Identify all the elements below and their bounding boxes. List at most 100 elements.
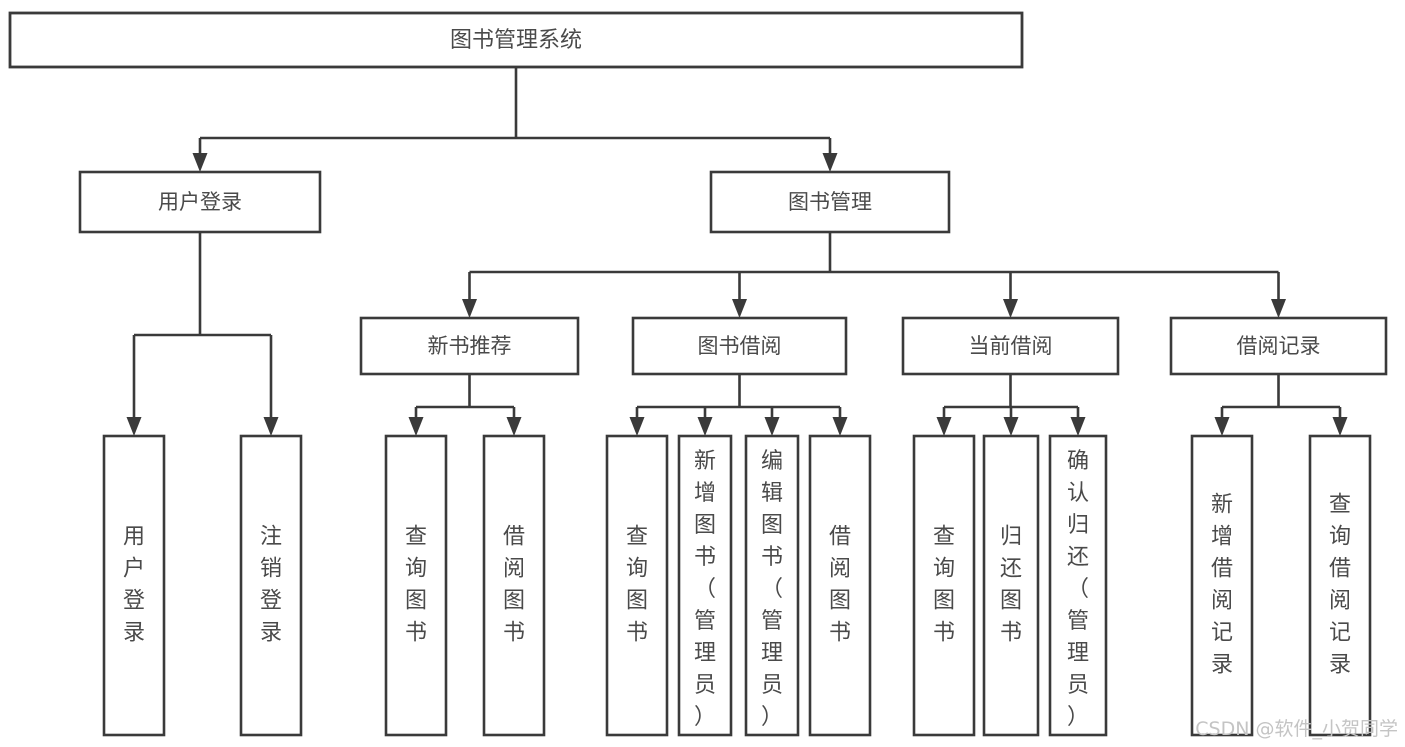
node-box-user-logout[interactable]: [239, 434, 303, 737]
connectors-layer: [126, 67, 1348, 436]
node-label-query-borrow-record-char-5: 录: [1329, 653, 1351, 678]
node-label-borrow-book-2-char-2: 图: [829, 589, 851, 614]
node-label-confirm-return-char-8: ）: [1067, 705, 1089, 730]
node-label-add-book-char-1: 增: [694, 481, 716, 506]
node-box-query-book-1[interactable]: [384, 434, 448, 737]
node-label-query-book-2-char-2: 图: [626, 589, 648, 614]
node-book-borrow[interactable]: 图书借阅: [631, 316, 848, 376]
node-box-user-login[interactable]: [78, 170, 322, 234]
arrow-down-icon-query-borrow-record: [1332, 417, 1348, 436]
node-book-manage[interactable]: 图书管理: [709, 170, 951, 234]
node-box-current-borrow[interactable]: [901, 316, 1120, 376]
node-box-add-book[interactable]: [677, 434, 733, 737]
node-label-edit-book-char-4: （: [761, 577, 783, 602]
arrow-down-icon-add-book: [697, 417, 713, 436]
node-label-edit-book-char-1: 辑: [761, 481, 783, 506]
node-label-confirm-return-char-6: 理: [1067, 641, 1089, 666]
node-label-return-book-char-2: 图: [1000, 589, 1022, 614]
node-label-confirm-return-char-2: 归: [1067, 513, 1089, 538]
node-label-query-borrow-record-char-3: 阅: [1329, 589, 1351, 614]
node-label-book-manage: 图书管理: [788, 190, 872, 214]
node-label-query-book-1-char-3: 书: [405, 621, 427, 646]
node-user-login-do[interactable]: 用户登录: [102, 434, 166, 737]
node-label-query-book-2-char-3: 书: [626, 621, 648, 646]
node-label-add-book-char-0: 新: [694, 449, 716, 474]
node-label-add-borrow-record-char-1: 增: [1211, 525, 1233, 550]
node-label-borrow-book-2-char-1: 阅: [829, 557, 851, 582]
node-label-query-borrow-record-char-1: 询: [1329, 525, 1351, 550]
node-label-confirm-return-char-7: 员: [1067, 673, 1089, 698]
node-box-user-login-do[interactable]: [102, 434, 166, 737]
node-new-book-recommend[interactable]: 新书推荐: [359, 316, 580, 376]
node-user-login[interactable]: 用户登录: [78, 170, 322, 234]
node-borrow-record[interactable]: 借阅记录: [1169, 316, 1388, 376]
node-label-add-book-char-6: 理: [694, 641, 716, 666]
node-box-borrow-book-1[interactable]: [482, 434, 546, 737]
arrow-down-icon-borrow-book-2: [832, 417, 848, 436]
node-box-borrow-record[interactable]: [1169, 316, 1388, 376]
node-label-query-book-1-char-0: 查: [405, 525, 427, 550]
node-box-query-book-2[interactable]: [605, 434, 669, 737]
node-label-new-book-recommend: 新书推荐: [428, 334, 512, 358]
node-box-root[interactable]: [8, 11, 1024, 69]
node-label-edit-book-char-8: ）: [761, 705, 783, 730]
node-box-borrow-book-2[interactable]: [808, 434, 872, 737]
node-label-query-book-3-char-1: 询: [933, 557, 955, 582]
node-label-borrow-book-1-char-0: 借: [503, 525, 525, 550]
node-label-borrow-book-2-char-3: 书: [829, 621, 851, 646]
node-label-root: 图书管理系统: [450, 28, 582, 53]
node-label-add-book-char-2: 图: [694, 513, 716, 538]
node-label-add-book-char-8: ）: [694, 705, 716, 730]
node-label-add-borrow-record-char-0: 新: [1211, 493, 1233, 518]
node-current-borrow[interactable]: 当前借阅: [901, 316, 1120, 376]
node-label-edit-book-char-5: 管: [761, 609, 783, 634]
node-label-edit-book-char-2: 图: [761, 513, 783, 538]
node-label-book-borrow: 图书借阅: [698, 334, 782, 358]
node-box-confirm-return[interactable]: [1048, 434, 1108, 737]
node-box-add-borrow-record[interactable]: [1190, 434, 1254, 737]
node-label-edit-book-char-3: 书: [761, 545, 783, 570]
node-label-add-book-char-5: 管: [694, 609, 716, 634]
node-label-edit-book-char-6: 理: [761, 641, 783, 666]
node-label-query-book-1-char-2: 图: [405, 589, 427, 614]
node-label-borrow-book-1-char-2: 图: [503, 589, 525, 614]
node-label-query-book-3-char-3: 书: [933, 621, 955, 646]
node-label-add-book-char-7: 员: [694, 673, 716, 698]
node-root[interactable]: 图书管理系统: [8, 11, 1024, 69]
node-box-edit-book[interactable]: [744, 434, 800, 737]
node-box-book-borrow[interactable]: [631, 316, 848, 376]
node-box-query-borrow-record[interactable]: [1308, 434, 1372, 737]
arrow-down-icon-borrow-record: [1271, 299, 1286, 318]
node-label-user-logout-char-1: 销: [260, 557, 282, 582]
node-box-new-book-recommend[interactable]: [359, 316, 580, 376]
node-label-query-borrow-record-char-0: 查: [1329, 493, 1351, 518]
node-label-query-book-2-char-0: 查: [626, 525, 648, 550]
node-box-book-manage[interactable]: [709, 170, 951, 234]
node-label-add-book-char-3: 书: [694, 545, 716, 570]
node-label-current-borrow: 当前借阅: [969, 334, 1053, 358]
node-box-query-book-3[interactable]: [912, 434, 976, 737]
node-label-user-logout-char-0: 注: [260, 525, 282, 550]
node-box-return-book[interactable]: [982, 434, 1040, 737]
arrow-down-icon-query-book-3: [936, 417, 952, 436]
arrow-down-icon-user-login: [192, 153, 208, 172]
node-label-add-borrow-record-char-5: 录: [1211, 653, 1233, 678]
node-label-add-borrow-record-char-2: 借: [1211, 557, 1233, 582]
node-label-query-borrow-record-char-4: 记: [1329, 621, 1351, 646]
node-label-return-book-char-3: 书: [1000, 621, 1022, 646]
node-label-query-borrow-record-char-2: 借: [1329, 557, 1351, 582]
